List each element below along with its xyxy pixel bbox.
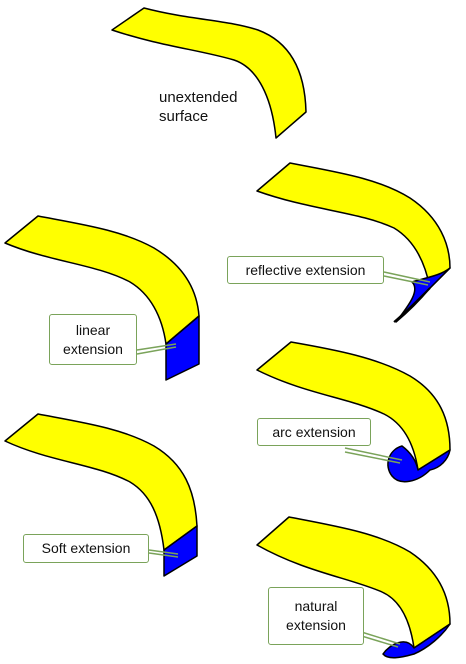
arc-extension-label: arc extension bbox=[272, 423, 356, 440]
linear-extension-patch bbox=[165, 315, 200, 381]
unextended-label-line2: surface bbox=[159, 108, 209, 125]
unextended-surface bbox=[111, 7, 307, 139]
unextended-surface-label: unextended surface bbox=[159, 88, 237, 126]
unextended-label-line1: unextended bbox=[159, 89, 238, 106]
soft-leader bbox=[148, 549, 179, 558]
soft-ribbon bbox=[4, 413, 198, 551]
unextended-surface-ribbon bbox=[111, 7, 307, 139]
arc-leader bbox=[344, 447, 403, 464]
soft-extension-label: Soft extension bbox=[41, 540, 131, 556]
arc-extension-callout: arc extension bbox=[257, 418, 371, 446]
reflective-extension-callout: reflective extension bbox=[227, 256, 384, 284]
soft-extension-callout: Soft extension bbox=[23, 534, 149, 563]
reflective-tail-curve bbox=[393, 287, 431, 323]
linear-label-line2: extension bbox=[63, 340, 123, 357]
natural-label-line1: natural bbox=[294, 598, 338, 614]
arc-ribbon bbox=[256, 341, 451, 471]
reflective-leader bbox=[383, 271, 431, 286]
reflective-extension-surface bbox=[256, 162, 451, 323]
arc-extension-patch bbox=[387, 445, 451, 483]
linear-extension-callout: linear extension bbox=[49, 314, 137, 365]
linear-extension-surface bbox=[4, 215, 200, 381]
arc-extension-surface bbox=[256, 341, 451, 483]
linear-leader bbox=[136, 343, 177, 355]
reflective-extension-label: reflective extension bbox=[245, 261, 366, 278]
linear-label-line1: linear bbox=[75, 321, 111, 338]
natural-label-line2: extension bbox=[286, 617, 346, 633]
natural-extension-callout: natural extension bbox=[268, 587, 364, 645]
soft-extension-patch bbox=[163, 525, 198, 577]
soft-extension-surface bbox=[4, 413, 198, 577]
